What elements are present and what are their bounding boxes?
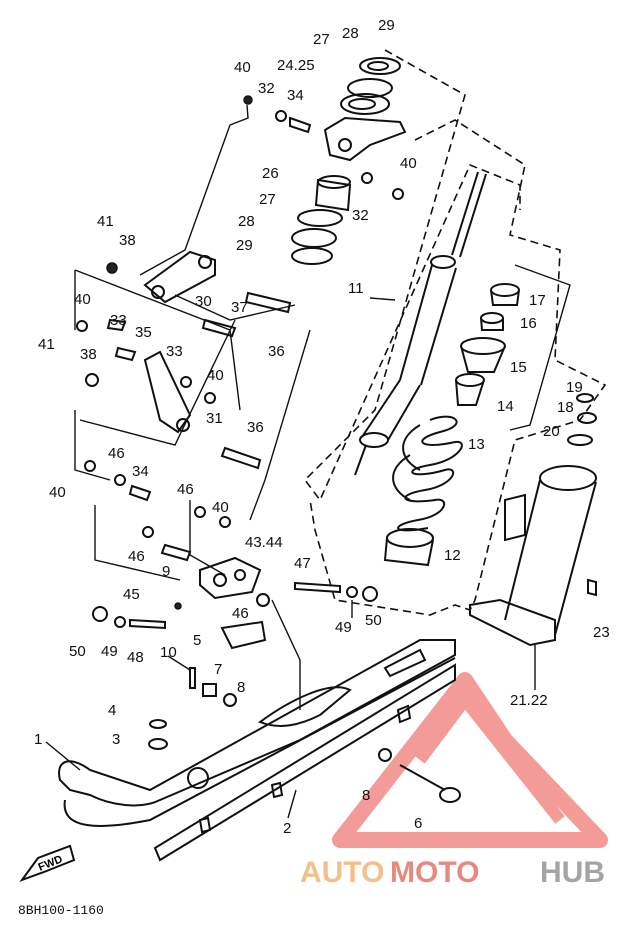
watermark-logo-icon: [332, 672, 608, 848]
part-number-label: 46: [177, 481, 194, 498]
part-number-label: 46: [232, 605, 249, 622]
part-number-label: 40: [234, 59, 251, 76]
ski: [58, 639, 456, 862]
part-number-label: 8: [362, 787, 370, 804]
part-number-label: 31: [206, 410, 223, 427]
part-number-label: 3: [112, 731, 120, 748]
diagram-code: 8BH100-1160: [18, 903, 104, 918]
part-number-label: 12: [444, 547, 461, 564]
linkage-arm: [76, 250, 292, 562]
watermark-hub: HUB: [540, 856, 605, 889]
leader-lines: [45, 297, 536, 819]
part-number-label: 8: [237, 679, 245, 696]
part-number-label: 1: [34, 731, 42, 748]
part-number-label: 37: [231, 299, 248, 316]
part-number-label: 33: [110, 312, 127, 329]
part-number-label: 2: [283, 820, 291, 837]
leader-line: [509, 264, 571, 431]
leader-dashed: [303, 49, 521, 502]
part-number-label: 45: [123, 586, 140, 603]
shock-rod: [354, 171, 487, 476]
part-number-label: 36: [268, 343, 285, 360]
fwd-arrow-icon: FWD: [19, 844, 76, 883]
part-number-label: 38: [80, 346, 97, 363]
part-number-label: 32: [258, 80, 275, 97]
leader-line: [271, 599, 301, 710]
part-number-label: 4: [108, 702, 116, 719]
part-number-label: 49: [335, 619, 352, 636]
part-number-label: 29: [378, 17, 395, 34]
leader-dashed: [309, 119, 607, 616]
leader-line: [74, 104, 296, 446]
part-number-label: 38: [119, 232, 136, 249]
part-number-label: 11: [348, 280, 364, 297]
part-number-label: 50: [69, 643, 86, 660]
part-number-label: 40: [400, 155, 417, 172]
part-number-label: 15: [510, 359, 527, 376]
part-number-label: 5: [193, 632, 201, 649]
part-number-label: 30: [195, 293, 212, 310]
part-number-label: 17: [529, 292, 546, 309]
part-number-label: 18: [557, 399, 574, 416]
part-number-label: 34: [287, 87, 304, 104]
watermark-auto: AUTO: [300, 856, 384, 889]
part-number-label: 7: [214, 661, 222, 678]
part-number-label: 50: [365, 612, 382, 629]
part-number-label: 41: [97, 213, 114, 230]
leader-line: [74, 270, 311, 581]
part-number-label: 27: [313, 31, 330, 48]
shock-body: [469, 393, 597, 647]
part-number-label: 19: [566, 379, 583, 396]
part-number-label: 29: [236, 237, 253, 254]
part-number-label: 9: [162, 563, 170, 580]
part-number-label: 16: [520, 315, 537, 332]
part-number-label: 46: [108, 445, 125, 462]
part-number-label: 13: [468, 436, 485, 453]
part-number-label: 26: [262, 165, 279, 182]
part-number-label: 6: [414, 815, 422, 832]
ski-mount: [92, 556, 461, 803]
part-number-label: 40: [212, 499, 229, 516]
part-number-label: 28: [342, 25, 359, 42]
part-number-label: 46: [128, 548, 145, 565]
part-number-label: 47: [294, 555, 311, 572]
part-number-label: 34: [132, 463, 149, 480]
part-number-label: 28: [238, 213, 255, 230]
watermark-moto: MOTO: [390, 856, 479, 889]
top-mount-assembly: [243, 57, 407, 265]
part-number-label: 14: [497, 398, 514, 415]
spring-assembly: [383, 283, 520, 567]
part-number-label: 40: [49, 484, 66, 501]
part-number-label: 48: [127, 649, 144, 666]
part-number-label: 33: [166, 343, 183, 360]
part-number-label: 21.22: [510, 692, 548, 709]
part-number-label: 23: [593, 624, 610, 641]
part-number-label: 10: [160, 644, 177, 661]
part-number-label: 40: [74, 291, 91, 308]
part-number-label: 40: [207, 367, 224, 384]
part-number-label: 36: [247, 419, 264, 436]
part-number-label: 41: [38, 336, 55, 353]
part-number-label: 20: [543, 423, 560, 440]
part-number-label: 24.25: [277, 57, 315, 74]
part-number-label: 49: [101, 643, 118, 660]
part-number-label: 43.44: [245, 534, 283, 551]
part-number-label: 27: [259, 191, 276, 208]
part-number-label: 32: [352, 207, 369, 224]
part-number-label: 35: [135, 324, 152, 341]
